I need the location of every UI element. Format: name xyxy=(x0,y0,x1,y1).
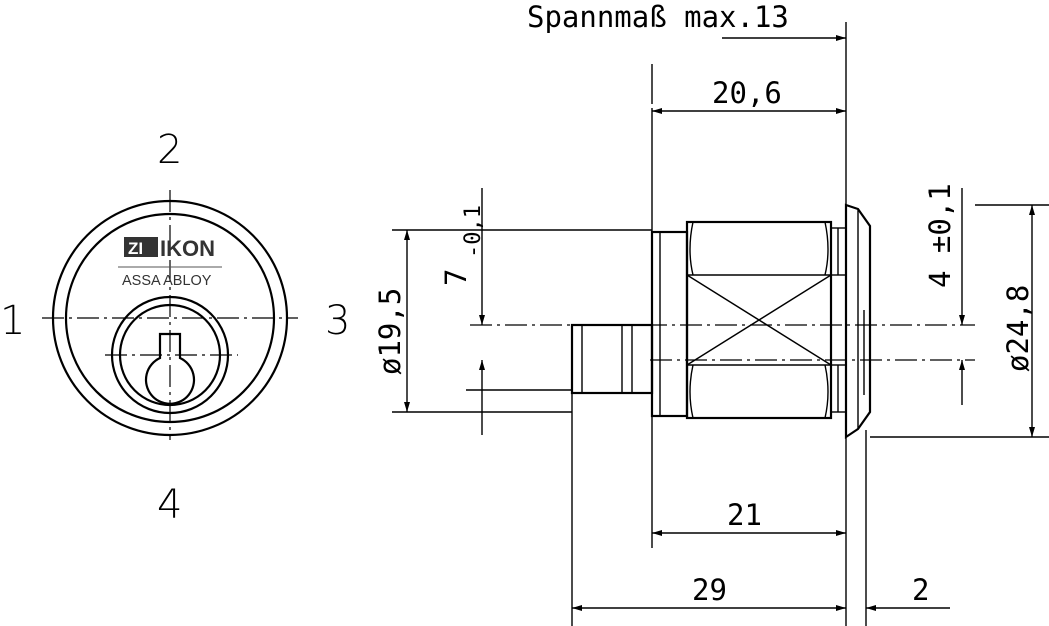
dim-20-6-label: 20,6 xyxy=(712,76,782,110)
front-view: ZI IKON ASSA ABLOY 1 2 3 4 xyxy=(0,127,350,528)
dim-dia-24-8-label: ø24,8 xyxy=(1001,285,1035,372)
position-2-label: 2 xyxy=(157,127,182,173)
dim-21-label: 21 xyxy=(727,498,762,532)
logo-mark-icon xyxy=(124,237,158,257)
logo-mark: ZI xyxy=(128,239,143,258)
dim-29-label: 29 xyxy=(692,573,727,607)
ikon-logo: ZI IKON ASSA ABLOY xyxy=(118,236,222,289)
position-3-label: 3 xyxy=(325,298,350,344)
dim-7-tol-label: -0,1 xyxy=(461,205,486,258)
position-1-label: 1 xyxy=(0,298,25,344)
dimensions: Spannmaß max.13 20,6 21 29 2 ø19,5 7 -0,… xyxy=(373,0,1049,626)
cylinder-neck xyxy=(650,230,689,418)
dim-2-label: 2 xyxy=(912,573,929,607)
plug-front xyxy=(570,323,654,395)
dim-dia-19-5-label: ø19,5 xyxy=(373,288,407,375)
logo-brand: IKON xyxy=(160,236,215,261)
dim-4-label: 4 ±0,1 xyxy=(923,183,957,288)
side-view xyxy=(470,203,975,440)
position-4-label: 4 xyxy=(157,482,182,528)
keyway-outline xyxy=(144,332,196,405)
logo-sub: ASSA ABLOY xyxy=(122,273,212,289)
dim-7-label: 7 xyxy=(439,269,473,286)
dim-clamping-label: Spannmaß max.13 xyxy=(527,0,789,34)
